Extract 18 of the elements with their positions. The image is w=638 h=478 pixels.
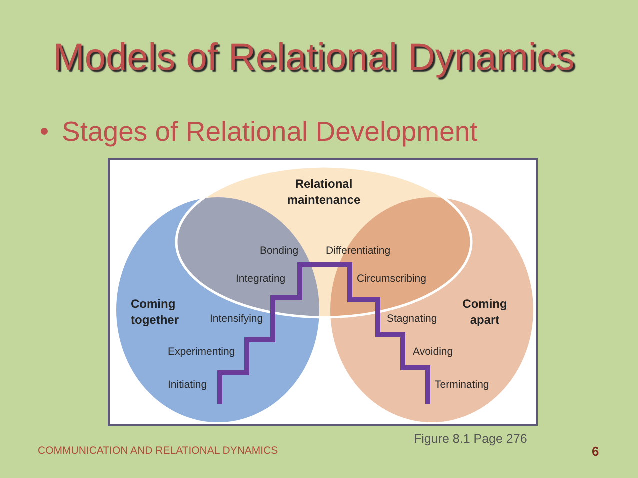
stage-label: Terminating	[435, 378, 490, 392]
footer-text: COMMUNICATION AND RELATIONAL DYNAMICS	[38, 444, 278, 458]
page-number: 6	[592, 444, 600, 460]
stage-label: Circumscribing	[357, 272, 426, 286]
stage-label: Initiating	[168, 378, 208, 392]
slide-title: Models of Relational Dynamics	[53, 37, 575, 80]
stage-label: Differentiating	[326, 244, 391, 258]
stage-label: Bonding	[260, 244, 299, 258]
figure-caption: Figure 8.1 Page 276	[414, 432, 528, 447]
bullet-text: Stages of Relational Development	[62, 114, 478, 148]
stage-label: Integrating	[236, 272, 286, 286]
region-title: Coming apart	[462, 296, 508, 328]
region-title: Coming together	[131, 296, 180, 328]
stage-label: Intensifying	[210, 312, 264, 326]
stage-label: Experimenting	[168, 346, 236, 358]
stage-label: Avoiding	[413, 346, 454, 358]
stage-label: Stagnating	[387, 312, 438, 326]
region-title: Relational maintenance	[286, 176, 362, 208]
